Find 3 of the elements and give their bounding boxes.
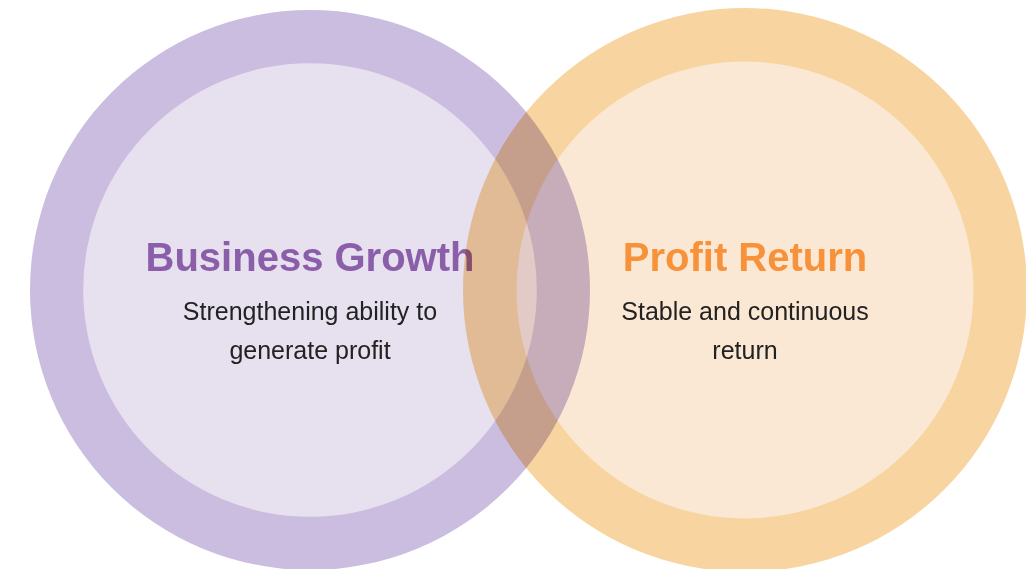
circle-description: Stable and continuous return	[620, 296, 870, 366]
circle-heading: Profit Return	[622, 234, 868, 280]
circle-description: Strengthening ability to generate profit	[181, 296, 439, 366]
